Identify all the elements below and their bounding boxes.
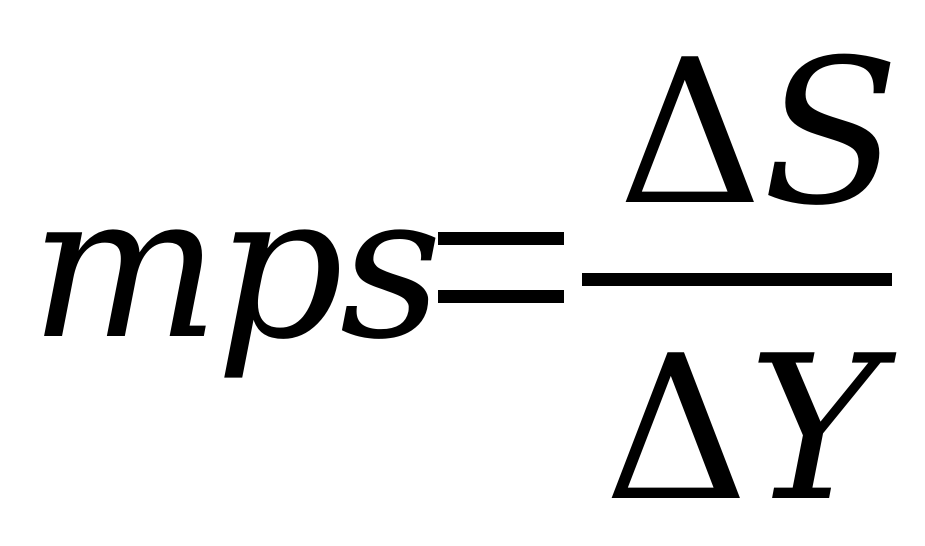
denominator-delta: Δ [604, 313, 749, 546]
fraction-denominator: ΔY [604, 330, 880, 530]
denominator-variable: Y [748, 313, 881, 546]
numerator-variable: S [762, 17, 900, 250]
equals-sign [438, 232, 564, 304]
fraction-numerator: ΔS [618, 34, 899, 234]
equation-lhs: mps [30, 151, 442, 384]
fraction-bar [582, 273, 892, 286]
numerator-delta: Δ [618, 17, 763, 250]
equals-bar-top [438, 232, 564, 245]
equals-bar-bottom [438, 290, 564, 303]
